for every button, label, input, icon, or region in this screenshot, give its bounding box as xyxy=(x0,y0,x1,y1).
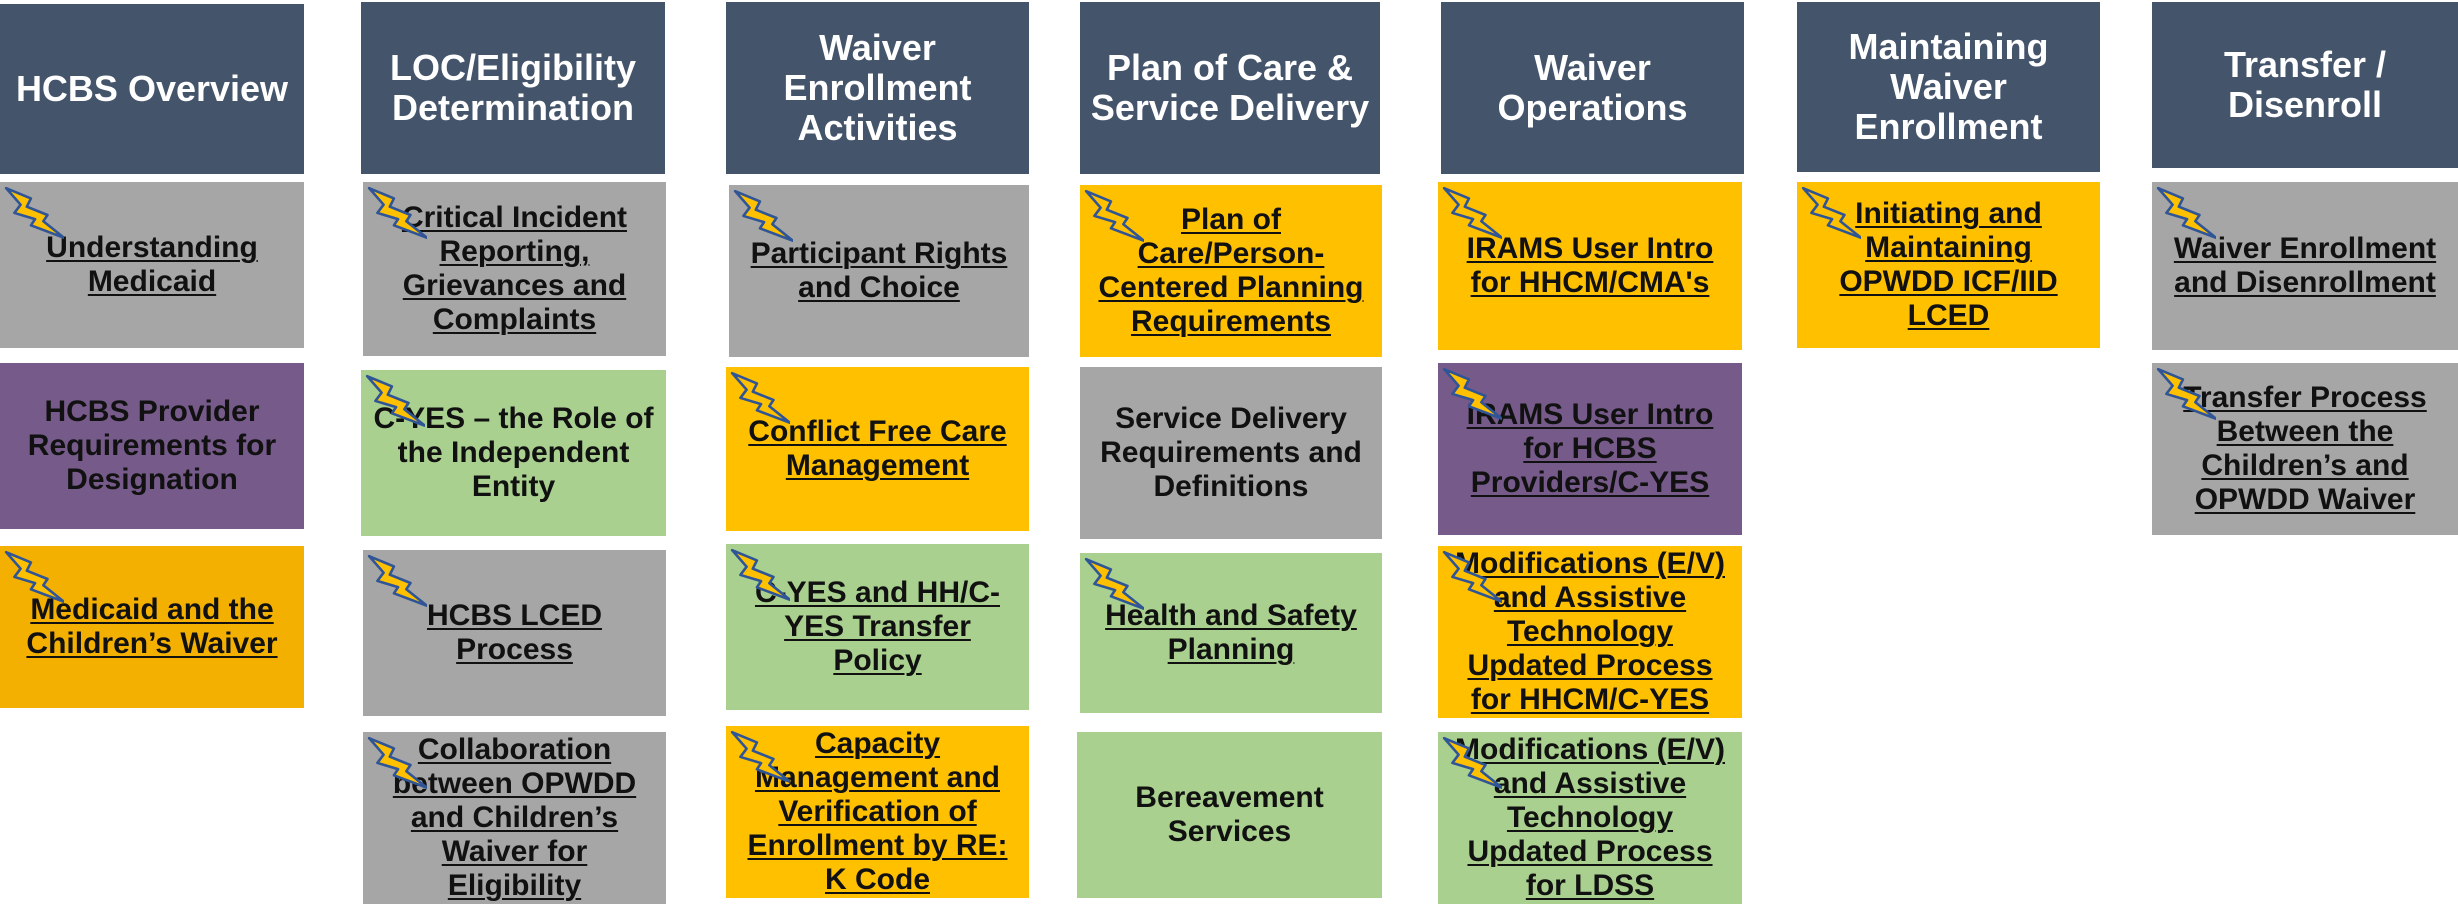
lightning-bolt-icon xyxy=(1442,550,1502,604)
lightning-bolt-icon xyxy=(1442,736,1502,790)
tile-label: Conflict Free Care Management xyxy=(748,415,1007,482)
tile-label: C-YES and HH/C-YES Transfer Policy xyxy=(754,576,1000,677)
column-header-transfer-disenroll: Transfer / Disenroll xyxy=(2152,2,2458,168)
lightning-bolt-icon xyxy=(367,736,427,790)
lightning-bolt-icon xyxy=(2156,186,2216,240)
tile-label: Transfer Process Between the Children’s … xyxy=(2183,381,2427,516)
tile-label: Collaboration between OPWDD and Children… xyxy=(392,733,637,902)
tile-capacity-management[interactable]: Capacity Management and Verification of … xyxy=(726,726,1029,898)
tile-label: Critical Incident Reporting, Grievances … xyxy=(401,201,628,336)
tile-label: C-YES – the Role of the Independent Enti… xyxy=(373,402,654,503)
column-header-waiver-enrollment: Waiver Enrollment Activities xyxy=(726,2,1029,174)
lightning-bolt-icon xyxy=(1084,189,1144,243)
tile-waiver-enrollment-disenrollment[interactable]: Waiver Enrollment and Disenrollment xyxy=(2152,182,2458,350)
tile-label: Medicaid and the Children’s Waiver xyxy=(26,593,278,660)
column-header-hcbs-overview: HCBS Overview xyxy=(0,4,304,174)
tile-label: IRAMS User Intro for HHCM/CMA's xyxy=(1466,232,1714,299)
tile-label: Capacity Management and Verification of … xyxy=(747,727,1008,896)
column-header-loc-eligibility: LOC/Eligibility Determination xyxy=(361,2,665,174)
tile-label: Initiating and Maintaining OPWDD ICF/IID… xyxy=(1839,197,2058,332)
lightning-bolt-icon xyxy=(365,374,425,428)
tile-label: Understanding Medicaid xyxy=(46,231,258,298)
tile-label: Waiver Enrollment and Disenrollment xyxy=(2173,232,2437,299)
lightning-bolt-icon xyxy=(1084,557,1144,611)
lightning-bolt-icon xyxy=(730,548,790,602)
column-header-maintaining-enrollment: Maintaining Waiver Enrollment xyxy=(1797,2,2100,172)
tile-label: IRAMS User Intro for HCBS Providers/C-YE… xyxy=(1466,398,1714,499)
tile-label: Bereavement Services xyxy=(1135,781,1324,848)
lightning-bolt-icon xyxy=(4,186,64,240)
tile-transfer-process[interactable]: Transfer Process Between the Children’s … xyxy=(2152,363,2458,535)
tile-modifications-ldss[interactable]: Modifications (E/V) and Assistive Techno… xyxy=(1438,732,1742,904)
lightning-bolt-icon xyxy=(4,550,64,604)
tile-health-safety-planning[interactable]: Health and Safety Planning xyxy=(1080,553,1382,713)
tile-irams-hhcm[interactable]: IRAMS User Intro for HHCM/CMA's xyxy=(1438,182,1742,350)
tile-bereavement-services: Bereavement Services xyxy=(1077,732,1382,898)
tile-participant-rights[interactable]: Participant Rights and Choice xyxy=(729,185,1029,357)
lightning-bolt-icon xyxy=(1801,186,1861,240)
tile-label: Participant Rights and Choice xyxy=(750,237,1008,304)
tile-irams-hcbs-providers[interactable]: IRAMS User Intro for HCBS Providers/C-YE… xyxy=(1438,363,1742,535)
tile-hcbs-provider-requirements: HCBS Provider Requirements for Designati… xyxy=(0,363,304,529)
tile-understanding-medicaid[interactable]: Understanding Medicaid xyxy=(0,182,304,348)
tile-medicaid-childrens-waiver[interactable]: Medicaid and the Children’s Waiver xyxy=(0,546,304,708)
tile-label: HCBS Provider Requirements for Designati… xyxy=(27,395,277,496)
lightning-bolt-icon xyxy=(367,554,427,608)
lightning-bolt-icon xyxy=(1442,367,1502,421)
tile-opwdd-icf-lced[interactable]: Initiating and Maintaining OPWDD ICF/IID… xyxy=(1797,182,2100,348)
tile-label: HCBS LCED Process xyxy=(426,599,602,666)
tile-hcbs-lced-process[interactable]: HCBS LCED Process xyxy=(363,550,666,716)
tile-label: Service Delivery Requirements and Defini… xyxy=(1100,402,1362,503)
lightning-bolt-icon xyxy=(730,371,790,425)
tile-critical-incident-reporting[interactable]: Critical Incident Reporting, Grievances … xyxy=(363,182,666,356)
tile-label: Modifications (E/V) and Assistive Techno… xyxy=(1455,547,1725,716)
tile-plan-of-care[interactable]: Plan of Care/Person-Centered Planning Re… xyxy=(1080,185,1382,357)
tile-collaboration-opwdd[interactable]: Collaboration between OPWDD and Children… xyxy=(363,732,666,904)
column-header-waiver-operations: Waiver Operations xyxy=(1441,2,1744,174)
column-header-plan-of-care: Plan of Care & Service Delivery xyxy=(1080,2,1380,174)
tile-c-yes-role[interactable]: C-YES – the Role of the Independent Enti… xyxy=(361,370,666,536)
tile-label: Plan of Care/Person-Centered Planning Re… xyxy=(1098,203,1364,338)
lightning-bolt-icon xyxy=(1442,186,1502,240)
tile-c-yes-transfer-policy[interactable]: C-YES and HH/C-YES Transfer Policy xyxy=(726,544,1029,710)
tile-modifications-hhcm[interactable]: Modifications (E/V) and Assistive Techno… xyxy=(1438,546,1742,718)
tile-conflict-free-care[interactable]: Conflict Free Care Management xyxy=(726,367,1029,531)
lightning-bolt-icon xyxy=(367,186,427,240)
lightning-bolt-icon xyxy=(2156,367,2216,421)
tile-label: Health and Safety Planning xyxy=(1105,599,1357,666)
tile-service-delivery-requirements: Service Delivery Requirements and Defini… xyxy=(1080,367,1382,539)
lightning-bolt-icon xyxy=(730,730,790,784)
lightning-bolt-icon xyxy=(733,189,793,243)
tile-label: Modifications (E/V) and Assistive Techno… xyxy=(1455,733,1725,902)
